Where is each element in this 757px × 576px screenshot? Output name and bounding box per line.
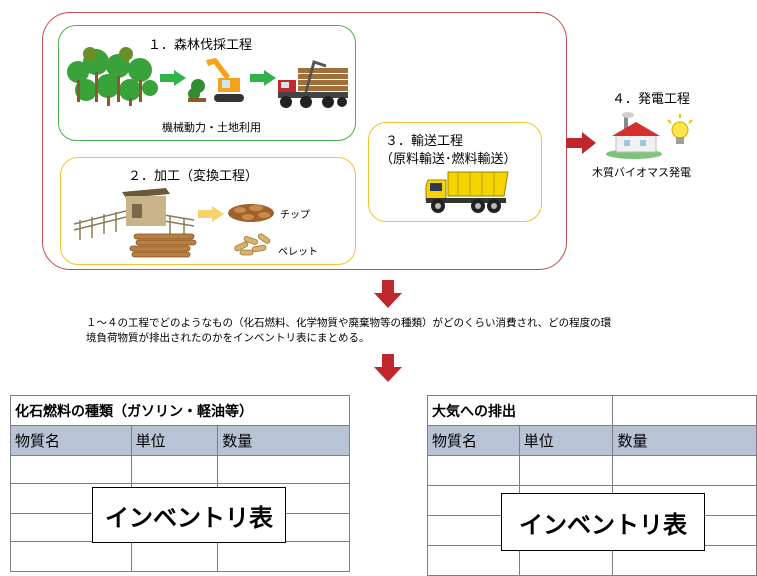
table-row	[427, 455, 757, 486]
wood-chip-icon	[228, 204, 274, 222]
process-4-caption: 木質バイオマス発電	[592, 166, 691, 179]
header-unit: 単位	[518, 425, 614, 456]
process-1-box	[58, 25, 356, 141]
power-plant-icon	[606, 112, 662, 159]
description-text: １～４の工程でどのようなもの（化石燃料、化学物質や廃棄物等の種類）がどのくらい消…	[86, 316, 726, 346]
process-4-title: ４．発電工程	[612, 92, 691, 107]
header-quantity: 数量	[217, 425, 350, 456]
process-3-subtitle: （原料輸送･燃料輸送）	[380, 152, 517, 167]
process-3-title: ３．輸送工程	[385, 134, 464, 149]
inventory-table-fuel: 化石燃料の種類（ガソリン・軽油等） 物質名 単位 数量	[10, 395, 350, 572]
description-line-2: 境負荷物質が排出されたのかをインベントリ表にまとめる。	[86, 332, 370, 344]
process-1-title: １．森林伐採工程	[148, 38, 253, 53]
process-3-box	[368, 122, 542, 222]
process-2-box	[60, 157, 356, 265]
log-loader-icon	[278, 60, 348, 108]
header-quantity: 数量	[612, 425, 757, 456]
inventory-table-label: インベントリ表	[92, 487, 286, 543]
dump-truck-icon	[425, 171, 509, 213]
excavator-icon	[188, 58, 244, 102]
green-arrow-icon	[160, 70, 186, 86]
process-2-title: ２．加工（変換工程）	[128, 169, 259, 184]
table-title: 大気への排出	[426, 395, 614, 426]
light-bulb-icon	[667, 114, 693, 144]
table-row	[10, 541, 350, 572]
red-arrow-right-icon	[566, 132, 596, 154]
header-unit: 単位	[130, 425, 219, 456]
chip-label: チップ	[280, 210, 310, 221]
trees-icon	[67, 47, 158, 106]
table-row	[10, 455, 350, 484]
table-title: 化石燃料の種類（ガソリン・軽油等）	[10, 395, 350, 426]
process-1-note: 機械動力・土地利用	[162, 121, 261, 134]
inventory-table-label: インベントリ表	[501, 493, 705, 551]
green-arrow-icon	[250, 70, 276, 86]
header-substance: 物質名	[10, 425, 132, 456]
yellow-arrow-icon	[198, 206, 224, 222]
red-arrow-down-icon	[374, 354, 402, 382]
description-line-1: １～４の工程でどのようなもの（化石燃料、化学物質や廃棄物等の種類）がどのくらい消…	[86, 317, 612, 329]
pellet-icon	[234, 233, 271, 256]
pellet-label: ペレット	[278, 247, 318, 258]
sawmill-icon	[73, 188, 197, 258]
header-substance: 物質名	[427, 425, 520, 456]
red-arrow-down-icon	[374, 280, 402, 308]
